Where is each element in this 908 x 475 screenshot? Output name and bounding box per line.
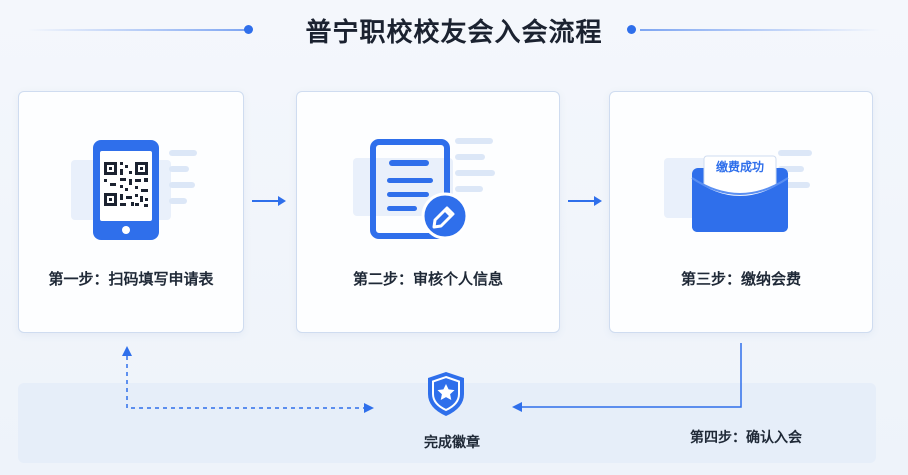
step-1-card: 第一步：扫码填写申请表 xyxy=(18,91,244,333)
deco-bar xyxy=(455,138,493,144)
deco-bar xyxy=(455,170,495,176)
arrow-right-icon xyxy=(568,196,602,206)
deco-bar xyxy=(169,150,197,156)
deco-bar xyxy=(778,150,812,156)
arrow-left-icon xyxy=(512,402,522,412)
title-dot-left xyxy=(244,25,253,34)
page-title: 普宁职校校友会入会流程 xyxy=(305,18,603,48)
deco-bar xyxy=(169,166,189,172)
title-dot-right xyxy=(627,25,636,34)
step-3-label: 第三步：缴纳会费 xyxy=(680,270,801,288)
title-line-right xyxy=(640,29,880,31)
step-2-label: 第二步：审核个人信息 xyxy=(352,270,503,288)
arrow-right-icon xyxy=(252,196,286,206)
deco-bar xyxy=(169,182,195,188)
title-line-left xyxy=(28,29,248,31)
document-check-icon xyxy=(370,139,469,240)
star-shield-icon xyxy=(428,372,464,416)
deco-bar xyxy=(169,198,187,204)
arrow-right-icon xyxy=(364,403,374,413)
step-3-card: 缴费成功 第三步：缴纳会费 xyxy=(609,91,873,333)
deco-bar xyxy=(778,182,810,188)
deco-bar xyxy=(455,154,485,160)
step-1-label: 第一步：扫码填写申请表 xyxy=(48,270,214,288)
final-badge-label: 完成徽章 xyxy=(424,435,480,451)
qr-phone-icon xyxy=(93,140,159,240)
deco-bar xyxy=(778,166,804,172)
arrow-up-icon xyxy=(122,346,132,356)
solid-connector xyxy=(520,343,742,408)
payment-success-badge: 缴费成功 xyxy=(715,160,764,174)
payment-envelope-icon xyxy=(691,155,789,232)
step-4-label: 第四步：确认入会 xyxy=(690,430,802,446)
step-2-card: 第二步：审核个人信息 xyxy=(296,91,560,333)
dashed-connector xyxy=(126,356,366,409)
deco-bar xyxy=(455,186,483,192)
